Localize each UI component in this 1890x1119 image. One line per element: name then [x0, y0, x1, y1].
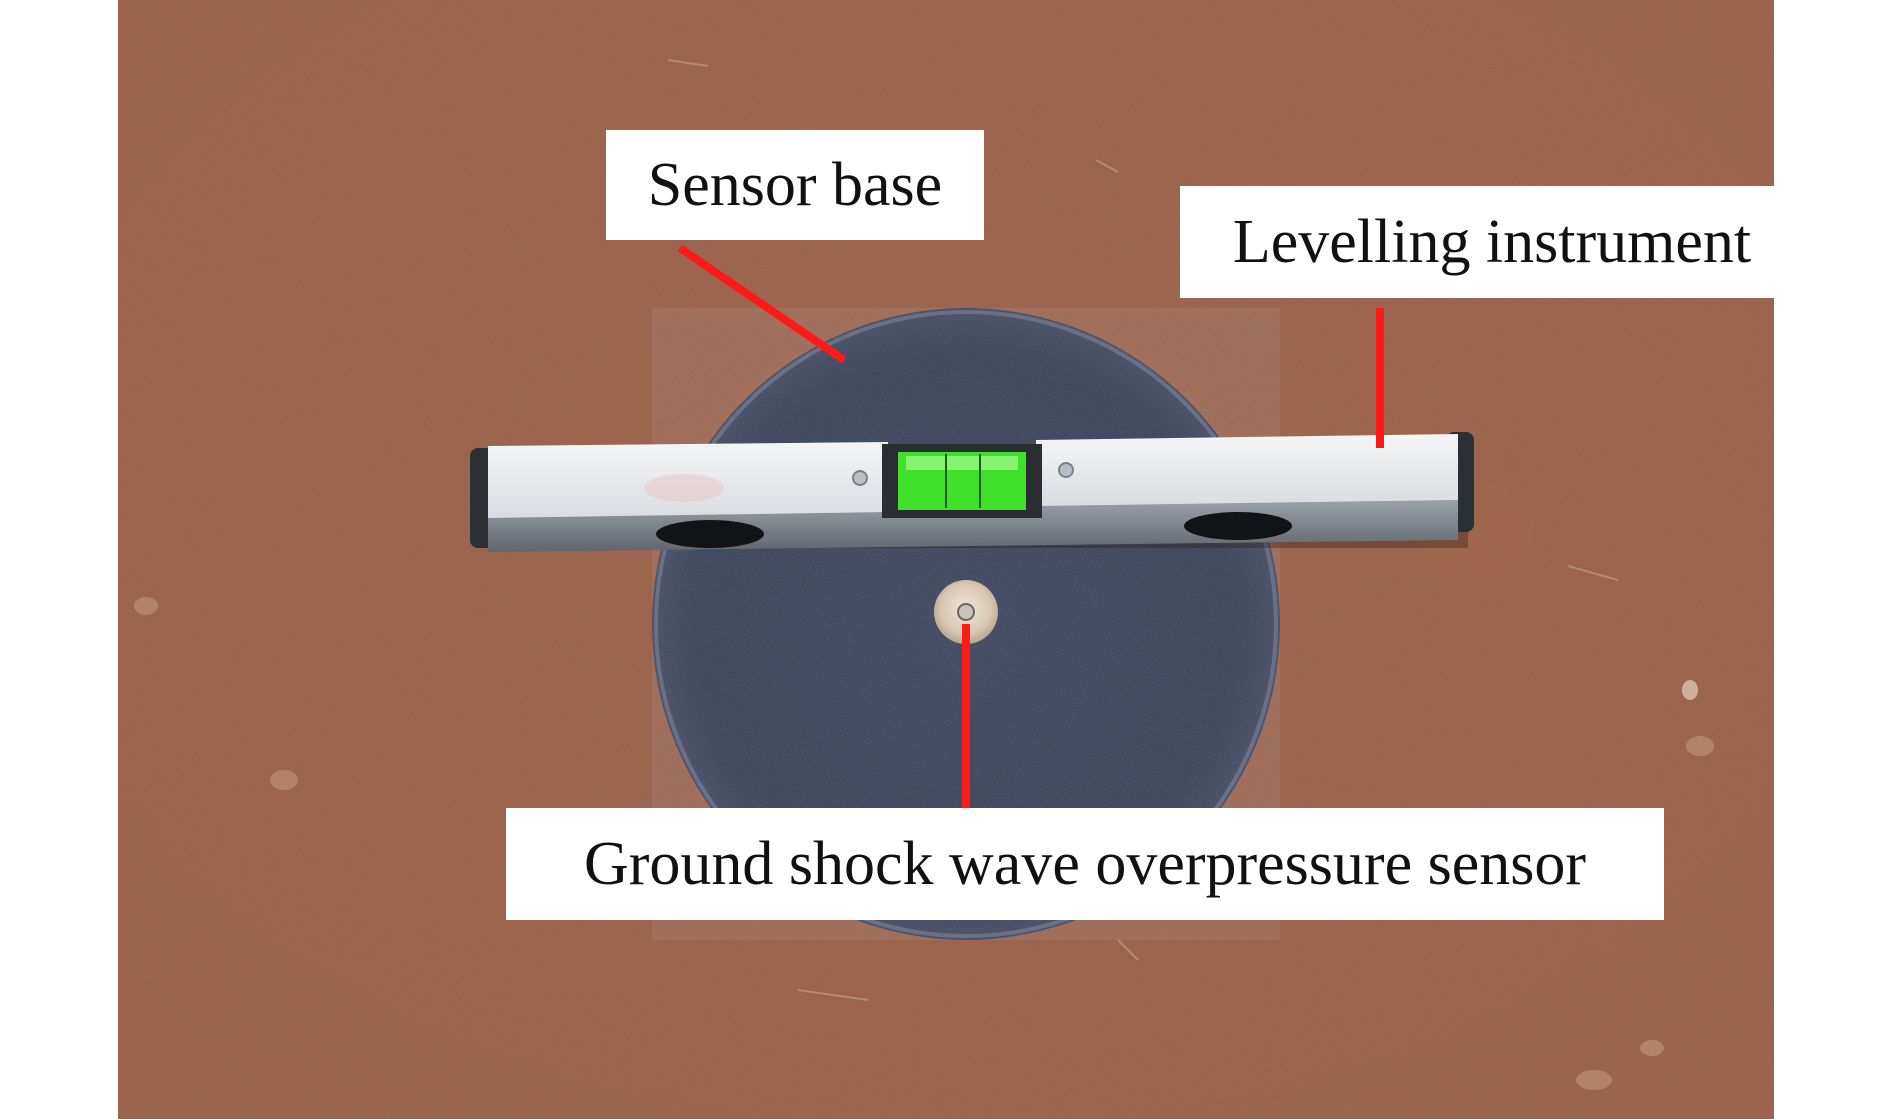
- overpressure-sensor: [934, 580, 998, 644]
- label-levelling-instrument-text: Levelling instrument: [1232, 208, 1752, 276]
- label-levelling-instrument: Levelling instrument: [1180, 186, 1774, 298]
- label-sensor-base: Sensor base: [606, 130, 984, 240]
- pointer-lines: [677, 244, 1384, 808]
- levelling-instrument: [470, 432, 1474, 552]
- label-sensor-base-text: Sensor base: [647, 151, 943, 219]
- photo: Sensor base Levelling instrument Ground …: [118, 0, 1774, 1119]
- label-ground-sensor-text: Ground shock wave overpressure sensor: [583, 830, 1587, 898]
- pointer-sensor-base: [677, 244, 847, 364]
- label-ground-sensor: Ground shock wave overpressure sensor: [506, 808, 1664, 920]
